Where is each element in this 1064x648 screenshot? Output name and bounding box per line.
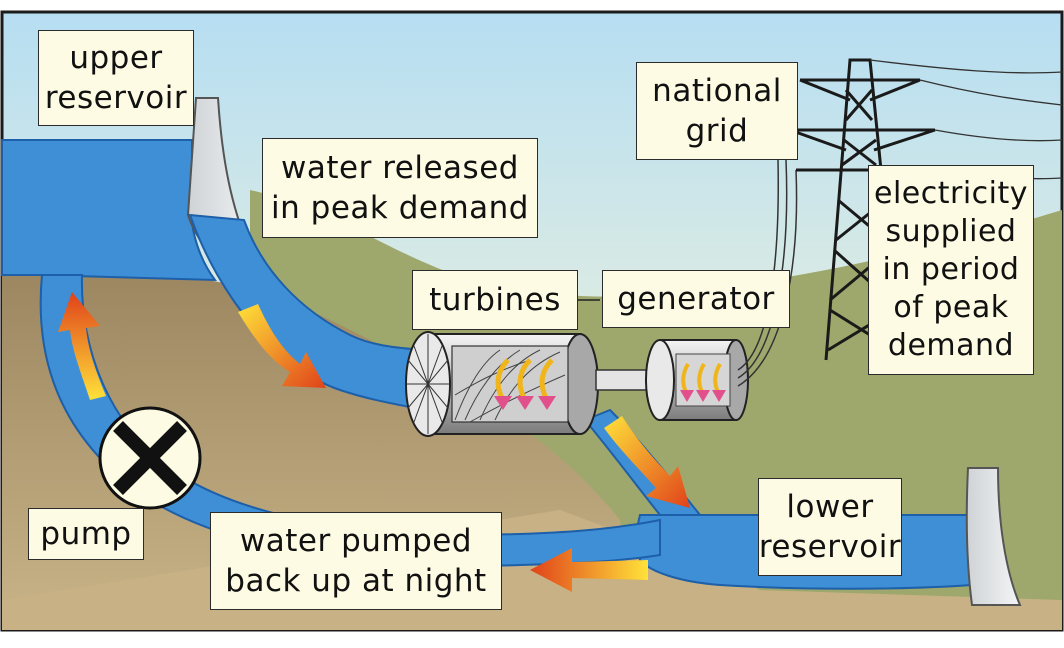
label-water-pumped: water pumped back up at night <box>210 512 502 610</box>
turbine-icon <box>405 331 599 437</box>
label-lower-reservoir: lower reservoir <box>758 478 902 576</box>
lower-dam <box>965 467 1022 606</box>
flow-arrow-back <box>530 548 648 592</box>
label-generator: generator <box>602 270 790 328</box>
label-upper-reservoir: upper reservoir <box>38 30 194 126</box>
turbine-flow-arrows <box>494 358 556 410</box>
pump-icon <box>98 406 202 510</box>
flow-arrow-down <box>238 304 326 388</box>
flow-arrow-up <box>58 292 106 400</box>
label-national-grid: national grid <box>636 62 798 160</box>
generator-icon <box>645 339 749 421</box>
label-turbines: turbines <box>412 270 578 330</box>
label-pump: pump <box>28 508 144 560</box>
upper-reservoir-water <box>1 139 218 282</box>
label-water-released: water released in peak demand <box>262 138 538 238</box>
flow-arrow-outflow <box>604 416 690 508</box>
label-electricity-supplied: electricity supplied in period of peak d… <box>868 165 1034 375</box>
